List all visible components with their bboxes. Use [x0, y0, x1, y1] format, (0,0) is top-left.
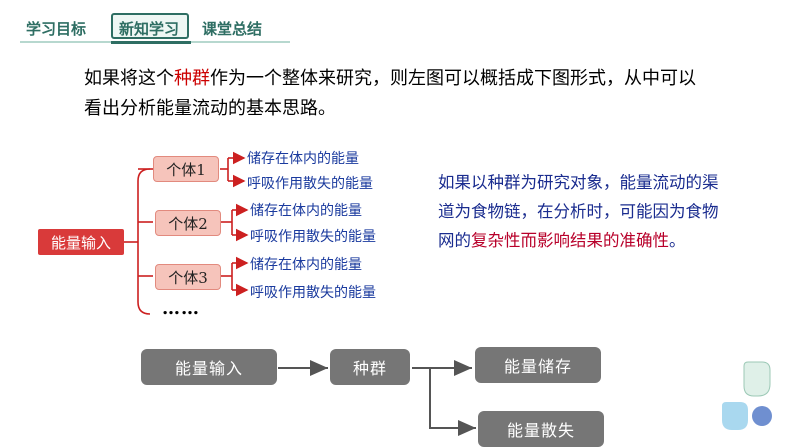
- decorative-leaf-shapes: [722, 361, 772, 430]
- individual-2-respiration-loss: 呼吸作用散失的能量: [250, 229, 376, 245]
- individual-1-stored-energy: 储存在体内的能量: [247, 151, 359, 167]
- individual-3-stored-energy: 储存在体内的能量: [250, 257, 362, 273]
- intro-highlight: 种群: [174, 68, 210, 89]
- individual-1-box: 个体1: [153, 156, 219, 182]
- individual-1-respiration-loss: 呼吸作用散失的能量: [247, 176, 373, 192]
- more-individuals-ellipsis: ……: [162, 298, 200, 319]
- flow-energy-loss-box: 能量散失: [478, 411, 604, 447]
- note-part1: 如果以种群为研究对象，能量流动的渠道为食物链，在分析时，可能因为食物网的: [438, 173, 719, 250]
- top-nav: 学习目标 新知学习 课堂总结: [0, 0, 794, 46]
- individual-2-box: 个体2: [155, 210, 221, 236]
- individual-3-box: 个体3: [155, 264, 221, 290]
- note-highlight: 复杂性而影响结果的准确性: [471, 231, 669, 250]
- nav-tab-new-knowledge[interactable]: 新知学习: [111, 13, 189, 39]
- nav-tab-summary[interactable]: 课堂总结: [202, 20, 263, 38]
- flow-energy-input-box: 能量输入: [141, 349, 277, 385]
- intro-part2: 作为一个整体来研究，则左图可以概括成下图形式，从中可以看出分析能量流动的基本思路…: [84, 68, 696, 119]
- flow-population-box: 种群: [330, 349, 410, 385]
- side-note: 如果以种群为研究对象，能量流动的渠道为食物链，在分析时，可能因为食物网的复杂性而…: [438, 168, 726, 255]
- note-part2: 。: [669, 231, 686, 250]
- intro-part1: 如果将这个: [84, 68, 174, 89]
- individual-2-stored-energy: 储存在体内的能量: [250, 203, 362, 219]
- energy-input-box: 能量输入: [38, 229, 124, 255]
- intro-paragraph: 如果将这个种群作为一个整体来研究，则左图可以概括成下图形式，从中可以看出分析能量…: [84, 64, 704, 124]
- nav-active-underline: [111, 41, 191, 44]
- flow-energy-storage-box: 能量储存: [475, 347, 601, 383]
- nav-tab-label: 新知学习: [119, 20, 180, 38]
- individual-3-respiration-loss: 呼吸作用散失的能量: [250, 285, 376, 301]
- nav-tab-learning-goals[interactable]: 学习目标: [26, 20, 87, 38]
